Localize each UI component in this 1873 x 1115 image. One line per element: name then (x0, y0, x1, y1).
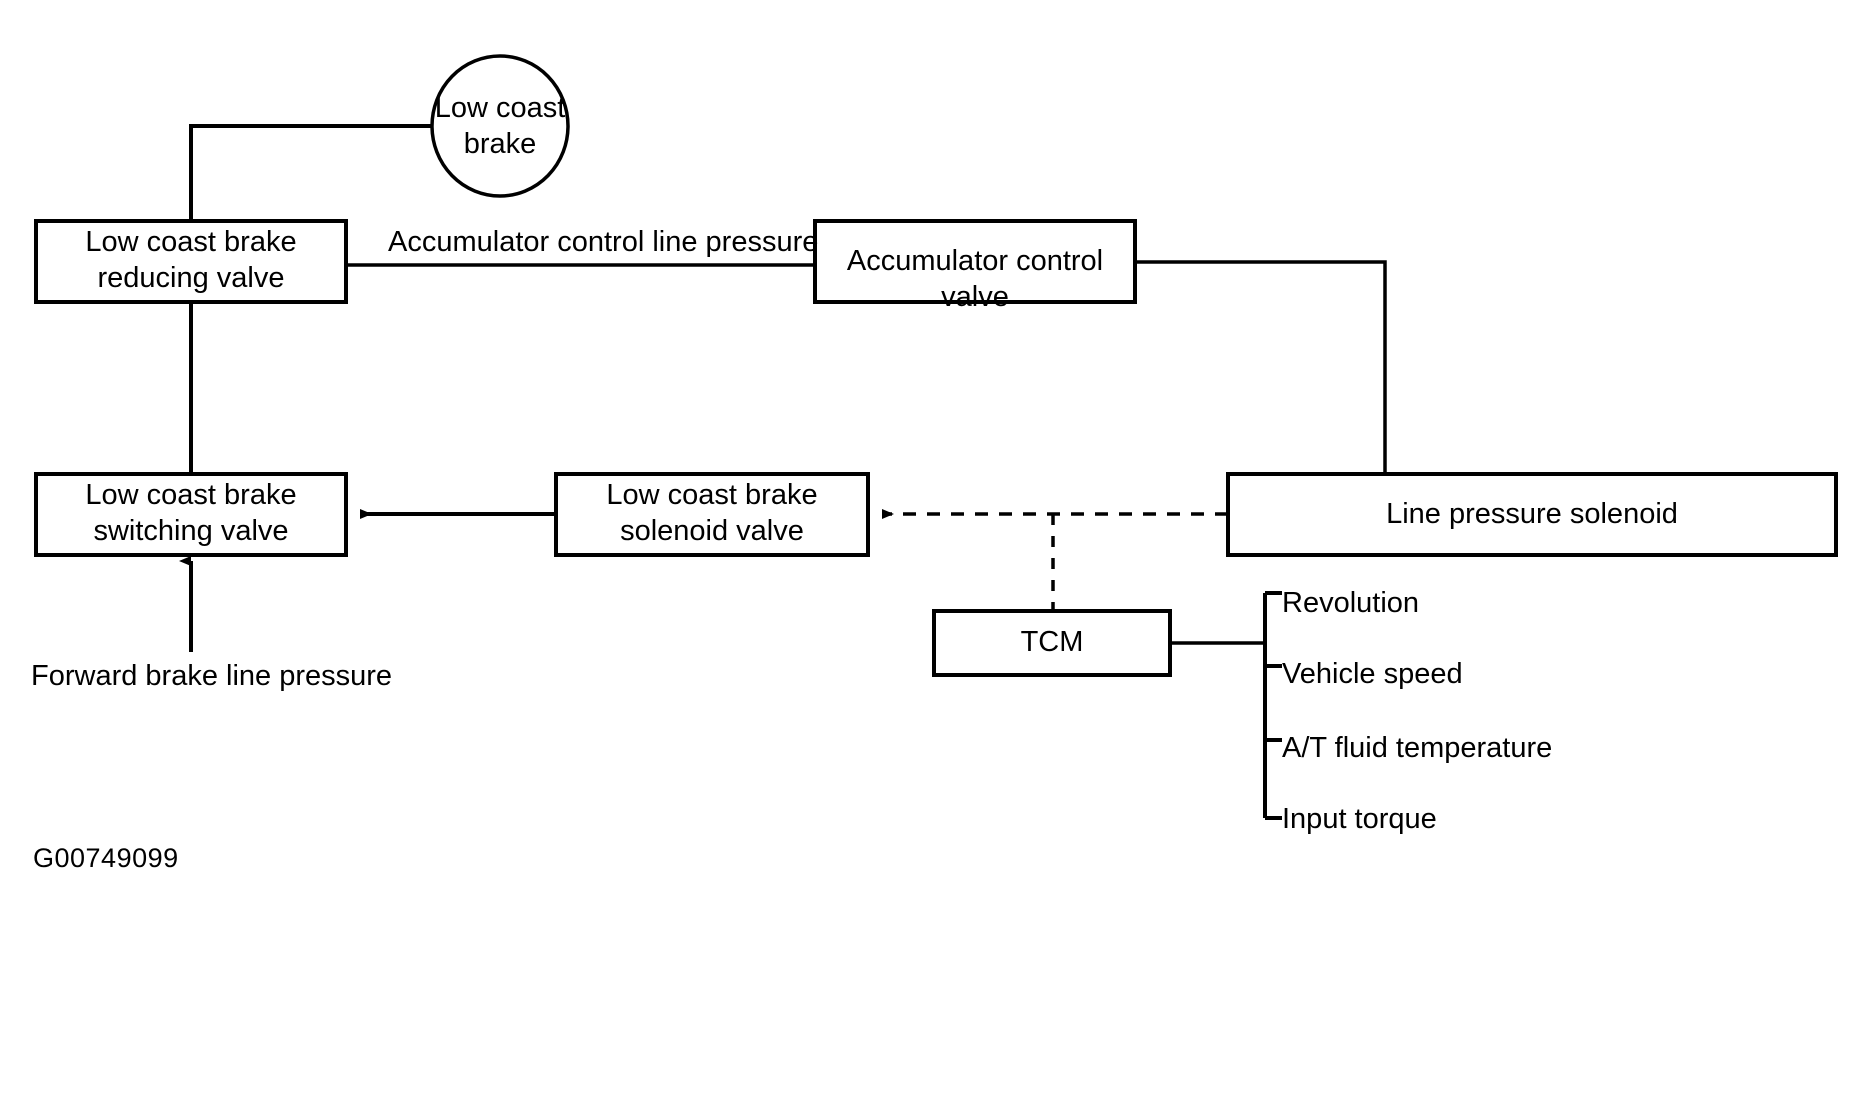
node-reducing-valve[interactable] (36, 221, 346, 302)
node-line-pressure-solenoid[interactable] (1228, 474, 1836, 555)
accumulator-control-valve-box (813, 219, 1137, 304)
figure-id-label: G00749099 (33, 843, 179, 873)
input-label-at-fluid-temperature: A/T fluid temperature (1282, 732, 1553, 764)
connector-brake-to-reducing-valve (189, 124, 432, 221)
solenoid-valve-box (554, 472, 870, 557)
node-switching-valve[interactable] (36, 474, 346, 555)
node-low-coast-brake[interactable] (432, 56, 568, 196)
connector-accumulator-to-line-pressure-solenoid (1135, 260, 1387, 474)
accumulator-control-line-pressure-label: Accumulator control line pressure (388, 226, 819, 258)
input-label-revolution: Revolution (1282, 587, 1420, 619)
node-accumulator-control-valve[interactable] (815, 221, 1135, 302)
line-pressure-solenoid-box (1226, 472, 1838, 557)
node-tcm[interactable] (934, 611, 1170, 675)
switching-valve-box (34, 472, 348, 557)
reducing-valve-box (34, 219, 348, 304)
input-label-vehicle-speed: Vehicle speed (1282, 658, 1463, 690)
forward-brake-line-pressure-label: Forward brake line pressure (31, 660, 393, 692)
tcm-box (932, 609, 1172, 677)
node-solenoid-valve[interactable] (556, 474, 868, 555)
input-label-input-torque: Input torque (1282, 803, 1437, 835)
